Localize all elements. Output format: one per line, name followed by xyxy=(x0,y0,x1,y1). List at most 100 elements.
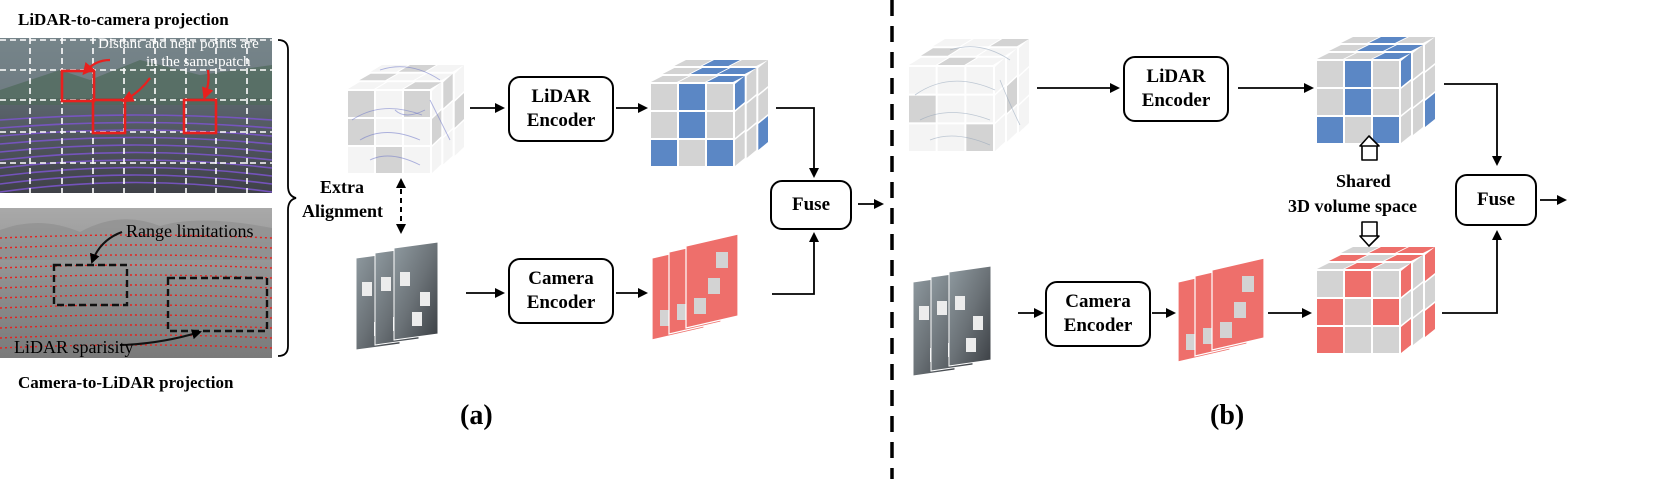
cube-cell xyxy=(1317,89,1343,115)
cube-top-cell xyxy=(1341,247,1379,253)
shared-label-line1: Shared xyxy=(1336,171,1391,191)
extra-label-line1: Extra xyxy=(320,177,364,197)
cube-side-cell xyxy=(454,93,464,128)
cube-side-cell xyxy=(758,116,768,150)
cube-side-cell xyxy=(1401,291,1411,325)
mask-patch xyxy=(381,277,391,291)
lidar-scan-line xyxy=(0,166,273,177)
cube-side-cell xyxy=(1007,48,1017,85)
cube-cell xyxy=(707,84,733,110)
cube-cell xyxy=(1317,61,1343,87)
cube-top-cell xyxy=(1357,255,1395,261)
camera-feature-maps-a xyxy=(651,233,739,341)
lidar-scan-line xyxy=(0,136,273,145)
lidar-feature-cube-a xyxy=(651,60,768,166)
camera-image-stack-b xyxy=(912,265,992,377)
projected-point-row xyxy=(0,294,273,299)
cube-side-cell xyxy=(735,76,745,110)
cube-cell xyxy=(348,147,374,173)
mask-patch xyxy=(937,301,947,315)
cube-cell xyxy=(1345,299,1371,325)
feature-cell xyxy=(1242,276,1254,292)
feature-cell xyxy=(1234,302,1246,318)
cube-top-cell xyxy=(921,48,960,56)
lidar-scan-line xyxy=(0,159,273,169)
cube-side-cell xyxy=(1425,275,1435,309)
cube-top-cell xyxy=(398,65,436,72)
point-cloud-stroke xyxy=(394,109,426,116)
cube-cell xyxy=(1373,299,1399,325)
cube-side-cell xyxy=(1007,77,1017,113)
lidar-scan-line xyxy=(0,174,273,185)
point-cloud-stroke xyxy=(949,46,1011,61)
mask-patch xyxy=(973,316,983,330)
cube-side-cell xyxy=(995,86,1005,123)
projected-point-row xyxy=(0,324,273,329)
point-cloud-stroke xyxy=(359,132,421,141)
cube-cell xyxy=(1373,327,1399,353)
point-cloud-stroke xyxy=(914,80,996,96)
cube-side-cell xyxy=(443,101,453,137)
camera-volume-cube-b xyxy=(1317,247,1435,353)
cube-top-cell xyxy=(1369,37,1407,43)
cube-top-cell xyxy=(1373,53,1411,59)
projected-point-row xyxy=(0,304,273,309)
cube-side-cell xyxy=(1019,39,1029,75)
cube-cell xyxy=(937,95,965,123)
cube-side-cell xyxy=(1425,65,1435,99)
cube-top-cell xyxy=(933,39,972,47)
cube-cell xyxy=(651,112,677,138)
cube-top-cell xyxy=(1345,263,1383,269)
cube-side-cell xyxy=(995,57,1005,94)
mask-patch xyxy=(955,296,965,310)
fuse-b-label: Fuse xyxy=(1477,189,1515,211)
cube-side-cell xyxy=(443,73,453,109)
range-limitations-label: Range limitations xyxy=(126,221,254,241)
cube-cell xyxy=(1345,327,1371,353)
cube-cell xyxy=(707,112,733,138)
cube-side-cell xyxy=(1413,311,1423,345)
cube-cell xyxy=(937,67,965,94)
camera-encoder-a-line1: Camera xyxy=(528,268,594,290)
cube-cell xyxy=(909,95,936,123)
lidar-encoder-a-line2: Encoder xyxy=(526,110,596,131)
hollow-arrow-up xyxy=(1359,135,1380,161)
cube-side-cell xyxy=(758,88,768,122)
arrow-b-cube-to-fuse xyxy=(1442,230,1502,314)
cube-side-cell xyxy=(1413,73,1423,107)
cube-cell xyxy=(1317,327,1343,353)
cube-top-cell xyxy=(359,73,397,81)
mask-patch xyxy=(966,338,976,352)
cube-top-cell xyxy=(348,82,386,89)
mask-patch xyxy=(362,282,372,296)
cube-cell xyxy=(1345,89,1371,115)
cube-top-cell xyxy=(679,76,717,82)
cube-cell xyxy=(1373,89,1399,115)
cube-cell xyxy=(1373,271,1399,297)
cube-side-cell xyxy=(1425,247,1435,281)
cube-top-cell xyxy=(674,60,712,66)
projected-point-row xyxy=(0,334,273,339)
shared-label-line2: 3D volume space xyxy=(1288,196,1417,216)
cube-cell xyxy=(707,140,733,166)
top-annotation-line2: in the same patch xyxy=(146,54,251,70)
cube-top-cell xyxy=(1329,255,1367,261)
cube-side-cell xyxy=(1401,109,1411,143)
cube-top-cell xyxy=(1397,247,1435,253)
fuse-box-b: Fuse xyxy=(1455,174,1537,226)
extra-label-line2: Alignment xyxy=(302,201,383,221)
camera-to-lidar-photo xyxy=(0,208,273,358)
cube-side-cell xyxy=(1413,45,1423,79)
lidar-scan-line xyxy=(0,181,273,193)
cube-side-cell xyxy=(1019,96,1029,133)
camera-to-lidar-title: Camera-to-LiDAR projection xyxy=(18,373,234,392)
cube-side-cell xyxy=(1413,283,1423,317)
cube-top-cell xyxy=(1385,45,1423,51)
cube-top-cell xyxy=(415,73,453,81)
cube-side-cell xyxy=(1425,303,1435,337)
